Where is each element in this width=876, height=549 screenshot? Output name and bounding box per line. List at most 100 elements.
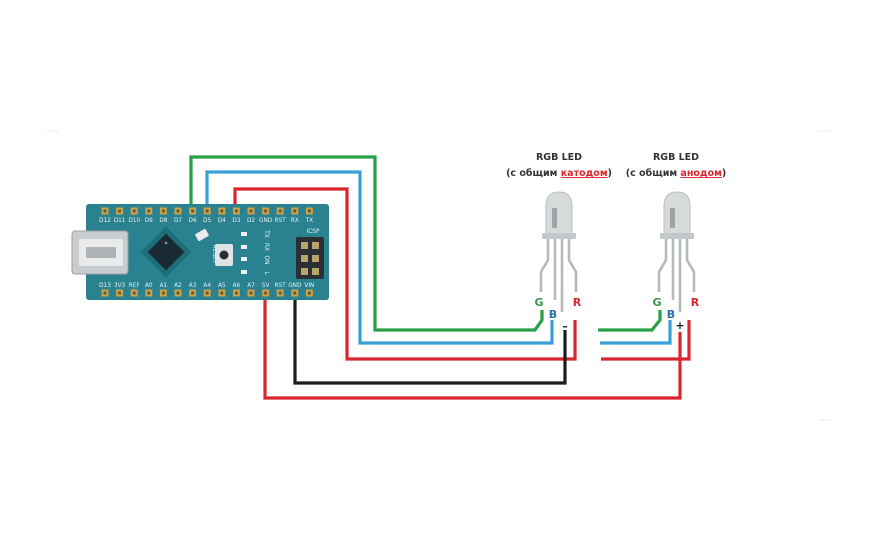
crystal-component bbox=[195, 228, 209, 242]
onboard-leds bbox=[241, 232, 247, 274]
icsp-header bbox=[296, 237, 324, 279]
leg-label-g: G bbox=[534, 296, 543, 309]
bottom-pin-label: A1 bbox=[160, 281, 168, 289]
bottom-pin-hole bbox=[118, 291, 122, 295]
bottom-pin-hole bbox=[191, 291, 195, 295]
led-label-tx: TX bbox=[263, 229, 270, 238]
top-pin-label: D5 bbox=[203, 216, 211, 224]
bottom-pin-label: 3V3 bbox=[114, 281, 126, 289]
bottom-pin-hole bbox=[249, 291, 253, 295]
bottom-pin-label: A2 bbox=[174, 281, 182, 289]
top-pin-label: D11 bbox=[114, 216, 126, 224]
top-pin-hole bbox=[161, 209, 165, 213]
led-label-l: L bbox=[263, 271, 270, 275]
icsp-label: ICSP bbox=[307, 227, 320, 235]
top-pin-label: D6 bbox=[189, 216, 197, 224]
top-pin-hole bbox=[205, 209, 209, 213]
bottom-pin-label: RST bbox=[275, 281, 287, 289]
top-pin-label: TX bbox=[305, 216, 314, 224]
red-wire-d3 bbox=[233, 187, 577, 361]
top-pin-hole bbox=[147, 209, 151, 213]
rgb-led-common-cathode: RGB LED (с общим катодом) G B – R bbox=[506, 152, 612, 333]
led-legs bbox=[539, 239, 578, 312]
led-bulb bbox=[663, 191, 691, 237]
bottom-pin-label: 5V bbox=[262, 281, 270, 289]
blue-wire-anode bbox=[600, 320, 672, 345]
top-pin-label: D10 bbox=[128, 216, 140, 224]
bottom-pin-hole bbox=[234, 291, 238, 295]
bottom-pin-label: A3 bbox=[189, 281, 197, 289]
top-pin-label: D2 bbox=[247, 216, 255, 224]
bottom-pin-label: A7 bbox=[247, 281, 255, 289]
reset-label: RESET bbox=[211, 244, 218, 264]
top-pin-hole bbox=[103, 209, 107, 213]
top-pin-label: D12 bbox=[99, 216, 111, 224]
bottom-pin-hole bbox=[205, 291, 209, 295]
top-pin-label: D9 bbox=[145, 216, 153, 224]
leg-label-b: B bbox=[549, 308, 557, 321]
led-anode-title: RGB LED bbox=[653, 152, 699, 163]
leg-label-b: B bbox=[667, 308, 675, 321]
bottom-pin-hole bbox=[278, 291, 282, 295]
board-body bbox=[86, 204, 329, 300]
top-pin-hole bbox=[249, 209, 253, 213]
bottom-pin-hole bbox=[103, 291, 107, 295]
led-anode-subtitle: (с общим анодом) bbox=[626, 168, 726, 179]
usb-port-slot bbox=[86, 247, 116, 258]
red-wire-anode-r bbox=[601, 320, 691, 361]
leg-label-r: R bbox=[573, 296, 582, 309]
top-pin-hole bbox=[293, 209, 297, 213]
top-pin-hole bbox=[234, 209, 238, 213]
bottom-pin-label: GND bbox=[288, 281, 302, 289]
top-pin-hole bbox=[278, 209, 282, 213]
blue-wire bbox=[205, 170, 554, 345]
top-pin-hole bbox=[264, 209, 268, 213]
led-bulb bbox=[545, 191, 573, 237]
bottom-pin-hole bbox=[176, 291, 180, 295]
rgb-led-common-anode: RGB LED (с общим анодом) G B + R bbox=[626, 152, 726, 332]
led-label-rx: RX bbox=[263, 243, 270, 251]
leg-label-g: G bbox=[652, 296, 661, 309]
bottom-pin-label: A5 bbox=[218, 281, 226, 289]
led-die bbox=[670, 208, 675, 228]
top-pin-label: D7 bbox=[174, 216, 182, 224]
leg-label-plus: + bbox=[675, 319, 684, 332]
top-pin-hole bbox=[118, 209, 122, 213]
bottom-pin-hole bbox=[220, 291, 224, 295]
top-pin-hole bbox=[176, 209, 180, 213]
bottom-pin-hole bbox=[161, 291, 165, 295]
green-wire-anode bbox=[598, 310, 662, 332]
bottom-pin-hole bbox=[147, 291, 151, 295]
bottom-pin-hole bbox=[132, 291, 136, 295]
top-pin-label: RST bbox=[275, 216, 287, 224]
led-label-on: ON bbox=[263, 255, 270, 264]
reset-button-cap bbox=[219, 250, 229, 260]
bottom-pin-label: A4 bbox=[203, 281, 211, 289]
top-pin-label: D8 bbox=[159, 216, 167, 224]
led-rim bbox=[660, 233, 694, 239]
bottom-pin-label: A0 bbox=[145, 281, 153, 289]
bottom-pin-label: D13 bbox=[99, 281, 111, 289]
wires bbox=[189, 155, 691, 400]
top-pin-label: D3 bbox=[232, 216, 240, 224]
bottom-pin-hole bbox=[264, 291, 268, 295]
bottom-pin-label: VIN bbox=[304, 281, 314, 289]
top-pin-label: GND bbox=[259, 216, 273, 224]
leg-label-r: R bbox=[691, 296, 700, 309]
bottom-pin-hole bbox=[307, 291, 311, 295]
top-pin-hole bbox=[191, 209, 195, 213]
green-wire bbox=[189, 155, 544, 332]
bottom-pin-label: A6 bbox=[233, 281, 241, 289]
black-wire-gnd bbox=[293, 294, 567, 385]
top-pin-label: RX bbox=[291, 216, 299, 224]
led-cathode-subtitle: (с общим катодом) bbox=[506, 168, 612, 179]
red-wire-5v bbox=[263, 294, 682, 400]
led-die bbox=[552, 208, 557, 228]
bottom-pin-label: REF bbox=[129, 281, 140, 289]
top-pin-hole bbox=[307, 209, 311, 213]
led-legs bbox=[657, 239, 696, 312]
leg-label-minus: – bbox=[562, 320, 568, 333]
